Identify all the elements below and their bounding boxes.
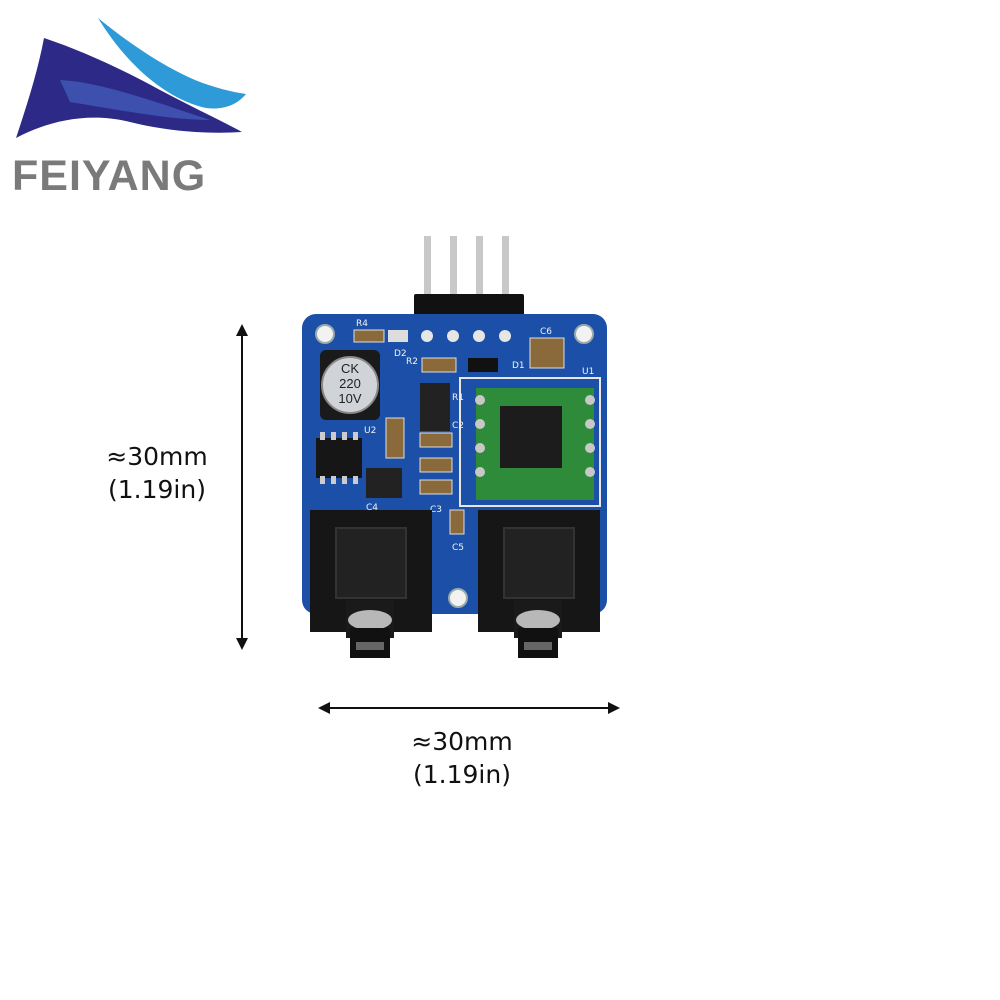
pcb-board: CK 220 10V R4 R2 D2 C6 D1 U1 U2 <box>302 236 607 658</box>
mount-hole-left <box>315 324 335 344</box>
silk-r4: R4 <box>356 319 368 329</box>
silk-d2: D2 <box>394 349 407 359</box>
silk-r2: R2 <box>406 357 418 367</box>
audio-jack-left <box>310 510 432 658</box>
height-dimension-label: ≈30mm (1.19in) <box>92 440 222 506</box>
width-mm: ≈30mm <box>411 727 513 756</box>
silk-c2: C2 <box>452 421 464 431</box>
height-dimension-arrow <box>236 324 248 650</box>
silk-r1: R1 <box>452 393 464 403</box>
silk-d1: D1 <box>512 361 525 371</box>
height-mm: ≈30mm <box>106 442 208 471</box>
electrolytic-capacitor: CK 220 10V <box>320 350 380 420</box>
silk-u2: U2 <box>364 426 376 436</box>
capacitor-marking-2: 220 <box>339 376 361 391</box>
silk-c4: C4 <box>366 503 378 513</box>
silk-c5: C5 <box>452 543 464 553</box>
brand-logo <box>16 18 246 138</box>
mount-hole-bottom <box>448 588 468 608</box>
height-in: (1.19in) <box>108 475 206 504</box>
logo-swoosh-highlight <box>60 80 210 120</box>
width-in: (1.19in) <box>413 760 511 789</box>
width-dimension-label: ≈30mm (1.19in) <box>392 725 532 791</box>
silk-c6: C6 <box>540 327 552 337</box>
silk-c3: C3 <box>430 505 442 515</box>
capacitor-marking-1: CK <box>341 361 359 376</box>
brand-name: FEIYANG <box>12 152 207 200</box>
logo-swoosh-light <box>98 18 246 109</box>
ic-chip-u2 <box>316 432 362 484</box>
mount-hole-right <box>574 324 594 344</box>
rf-module <box>459 377 601 507</box>
capacitor-marking-3: 10V <box>338 391 361 406</box>
silk-u1: U1 <box>582 367 594 377</box>
audio-jack-right <box>478 510 600 658</box>
width-dimension-arrow <box>318 702 620 714</box>
header-pins <box>414 236 524 322</box>
